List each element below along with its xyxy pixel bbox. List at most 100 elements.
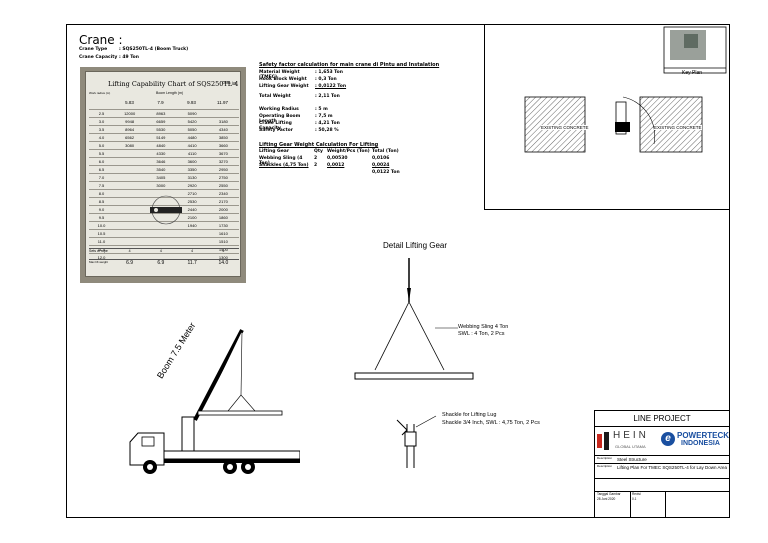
capacity-cell: 4840: [156, 143, 166, 148]
page-title: Crane :: [79, 33, 123, 47]
calc-value: : 2,11 Ton: [315, 94, 340, 99]
capacity-cell: [114, 182, 145, 189]
radius-cell: 11.0: [97, 239, 106, 244]
gear-qty: 2: [314, 156, 318, 161]
capacity-cell: [114, 238, 145, 245]
gear-weight: 0,00530: [327, 156, 348, 161]
boom-length: 5.83: [125, 100, 134, 105]
load-chart-title: Lifting Capability Chart of SQS250TL-4: [108, 80, 239, 88]
radius-cell: 7.5: [98, 183, 105, 188]
capacity-cell: 8963: [156, 111, 166, 116]
calc-value: : 5 m: [315, 107, 328, 112]
powertech-wordmark: POWERTECK: [677, 431, 729, 440]
radius-cell: 12.0: [97, 255, 106, 260]
radius-cell: 6.0: [98, 159, 105, 164]
calc-label: Operating Boom Length: [259, 114, 301, 124]
footer-value: 6.9: [126, 260, 134, 266]
calc-value: : 50,28 %: [315, 128, 339, 133]
calc-label: Working Radius: [259, 107, 299, 112]
description-value: Steel Structure: [617, 457, 647, 462]
capacity-cell: 3540: [156, 167, 166, 172]
webbing-sling-drawing: [354, 258, 474, 380]
capacity-cell: [145, 238, 176, 245]
boom-length: 9.93: [187, 100, 196, 105]
radius-cell: 8.0: [98, 191, 105, 196]
boom-length: 7.9: [157, 100, 164, 105]
radius-cell: 5.5: [98, 151, 105, 156]
capacity-cell: 5090: [187, 111, 197, 116]
footer-value: 4: [159, 249, 162, 253]
capacity-cell: 8964: [125, 127, 135, 132]
existing-concrete-label-left: EXISTING CONCRETE: [541, 125, 589, 130]
capacity-cell: 4410: [187, 143, 197, 148]
revision-label: Revisi: [632, 492, 641, 496]
capacity-cell: 9948: [125, 119, 135, 124]
radius-cell: 10.0: [97, 223, 106, 228]
crane-capacity-label: Crane Capacity: [79, 55, 118, 60]
radius-cell: 8.5: [98, 199, 105, 204]
radius-cell: 11.5: [97, 247, 106, 252]
gear-calc-title: Lifting Gear Weight Calculation For Lift…: [259, 142, 379, 148]
existing-concrete-label-right: EXISTING CONCRETE: [654, 125, 702, 130]
capacity-cell: [208, 110, 239, 117]
capacity-cell: 3350: [187, 167, 197, 172]
gear-total: 0,0106: [372, 156, 390, 161]
gear-total: 0,0024: [372, 163, 390, 168]
capacity-cell: 4110: [187, 151, 197, 156]
capacity-cell: 2000: [218, 207, 228, 212]
safety-calc-title: Safety factor calculation for main crane…: [259, 62, 440, 68]
footer-value: 11.7: [187, 260, 197, 266]
capacity-cell: [114, 166, 145, 173]
capacity-cell: 1610: [218, 231, 228, 236]
capacity-cell: 3600: [187, 159, 197, 164]
capacity-cell: 3670: [218, 151, 228, 156]
capacity-cell: 4340: [218, 127, 228, 132]
load-chart-diagram: [136, 190, 196, 230]
radius-cell: 9.5: [98, 215, 105, 220]
crane-diagram-icon: [150, 195, 182, 225]
footer-value: 4: [191, 249, 194, 253]
capacity-cell: 3405: [156, 175, 166, 180]
description-label: Description: [597, 456, 613, 460]
capacity-cell: [114, 174, 145, 181]
capacity-cell: [177, 238, 208, 245]
radius-cell: 7.0: [98, 175, 105, 180]
capacity-cell: 3000: [156, 183, 166, 188]
hein-logo-icon: [597, 432, 609, 450]
capacity-cell: 1940: [187, 223, 197, 228]
project-name: LINE PROJECT: [633, 414, 691, 423]
calc-label: Safety Factor: [259, 128, 293, 133]
drawing-frame: [66, 24, 730, 518]
powertech-logo-icon: e: [661, 432, 675, 446]
load-chart-photo: Lifting Capability Chart of SQS250TL-4 U…: [80, 67, 246, 283]
capacity-cell: [177, 230, 208, 237]
capacity-cell: 6562: [125, 135, 135, 140]
capacity-cell: [114, 150, 145, 157]
capacity-cell: 2170: [218, 199, 228, 204]
capacity-cell: [145, 230, 176, 237]
calc-value: : 0,0122 Ton: [315, 84, 347, 89]
powertech-subword: INDONESIA: [681, 440, 720, 447]
sling-label-1: Webbing Sling 4 Ton: [458, 324, 509, 330]
title-block: LINE PROJECT HEIN GLOBAL UTAMA e POWERTE…: [594, 410, 730, 518]
capacity-cell: 3850: [218, 135, 228, 140]
capacity-cell: 2550: [218, 183, 228, 188]
radius-cell: 4.0: [98, 135, 105, 140]
capacity-cell: 6659: [156, 119, 166, 124]
capacity-cell: 2440: [187, 207, 197, 212]
key-plan-drawing: [524, 26, 727, 153]
gear-header: Total (Ton): [372, 149, 399, 154]
capacity-cell: 2100: [187, 215, 197, 220]
capacity-cell: 3130: [187, 175, 197, 180]
calc-label: Total Weight: [259, 94, 291, 99]
